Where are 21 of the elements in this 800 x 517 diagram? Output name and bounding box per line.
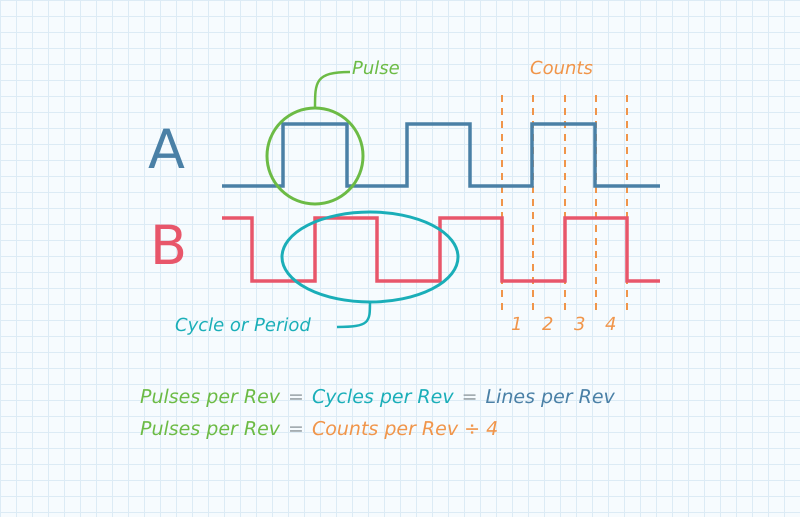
formula-term: Cycles per Rev <box>312 386 454 408</box>
count-number: 4 <box>605 314 616 335</box>
signal-letter: A <box>148 118 185 181</box>
signal-letter: B <box>150 214 188 277</box>
highlight-ellipse <box>280 210 460 304</box>
count-number: 2 <box>542 314 554 335</box>
leader-line <box>314 70 350 108</box>
count-number: 1 <box>511 314 522 335</box>
formula-term: Counts per Rev ÷ 4 <box>312 418 498 440</box>
equals-sign: = <box>462 386 478 408</box>
callout-text: Pulse <box>352 58 400 79</box>
heading-text: Counts <box>530 58 593 79</box>
equals-sign: = <box>288 418 304 440</box>
formula-term: Lines per Rev <box>486 386 615 408</box>
highlight-circle <box>266 106 364 206</box>
count-number: 3 <box>574 314 586 335</box>
formula-term: Pulses per Rev <box>140 386 280 408</box>
equals-sign: = <box>288 386 304 408</box>
formula-term: Pulses per Rev <box>140 418 280 440</box>
leader-line <box>336 302 372 328</box>
callout-text: Cycle or Period <box>175 315 311 336</box>
